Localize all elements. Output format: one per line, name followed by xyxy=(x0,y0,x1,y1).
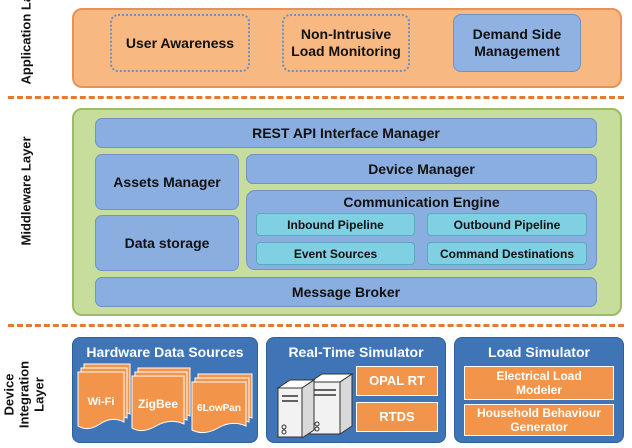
document-stack-icon xyxy=(131,367,191,432)
communication-engine-title: Communication Engine xyxy=(343,194,500,210)
hardware-data-sources-title: Hardware Data Sources xyxy=(86,344,244,360)
device-integration-layer-label: Device Integration Layer xyxy=(1,360,47,429)
wifi-label: Wi-Fi xyxy=(87,396,115,408)
rtds-box: RTDS xyxy=(356,402,438,432)
user-awareness-box: User Awareness xyxy=(110,14,250,72)
middleware-layer-label: Middleware Layer xyxy=(18,136,34,246)
wifi-source: Wi-Fi xyxy=(76,362,132,434)
server-icon xyxy=(276,373,354,439)
electrical-load-modeler-box: Electrical Load Modeler xyxy=(464,366,614,400)
household-behaviour-generator-box: Household Behaviour Generator xyxy=(464,404,614,436)
nilm-box: Non-Intrusive Load Monitoring xyxy=(282,14,410,72)
separator-top xyxy=(8,96,624,99)
zigbee-label: ZigBee xyxy=(137,397,178,411)
demand-side-management-box: Demand Side Management xyxy=(453,14,581,72)
command-destinations: Command Destinations xyxy=(427,242,587,265)
6lowpan-label: 6LowPan xyxy=(197,402,241,414)
inbound-pipeline: Inbound Pipeline xyxy=(256,213,415,236)
servers xyxy=(274,372,354,439)
6lowpan-source: 6LowPan xyxy=(190,372,254,438)
zigbee-source: ZigBee xyxy=(130,366,192,436)
document-stack-icon xyxy=(77,363,131,430)
opal-rt-box: OPAL RT xyxy=(356,366,438,396)
device-manager: Device Manager xyxy=(246,154,597,184)
event-sources: Event Sources xyxy=(256,242,415,265)
real-time-simulator-title: Real-Time Simulator xyxy=(288,344,424,360)
message-broker: Message Broker xyxy=(95,277,597,307)
assets-manager: Assets Manager xyxy=(95,154,239,210)
application-layer-label: Application Layer xyxy=(18,0,34,85)
separator-bottom xyxy=(8,324,624,327)
load-simulator-title: Load Simulator xyxy=(488,344,590,360)
rest-api-interface-manager: REST API Interface Manager xyxy=(95,118,597,148)
outbound-pipeline: Outbound Pipeline xyxy=(427,213,587,236)
data-storage: Data storage xyxy=(95,215,239,271)
document-stack-icon xyxy=(191,373,253,434)
